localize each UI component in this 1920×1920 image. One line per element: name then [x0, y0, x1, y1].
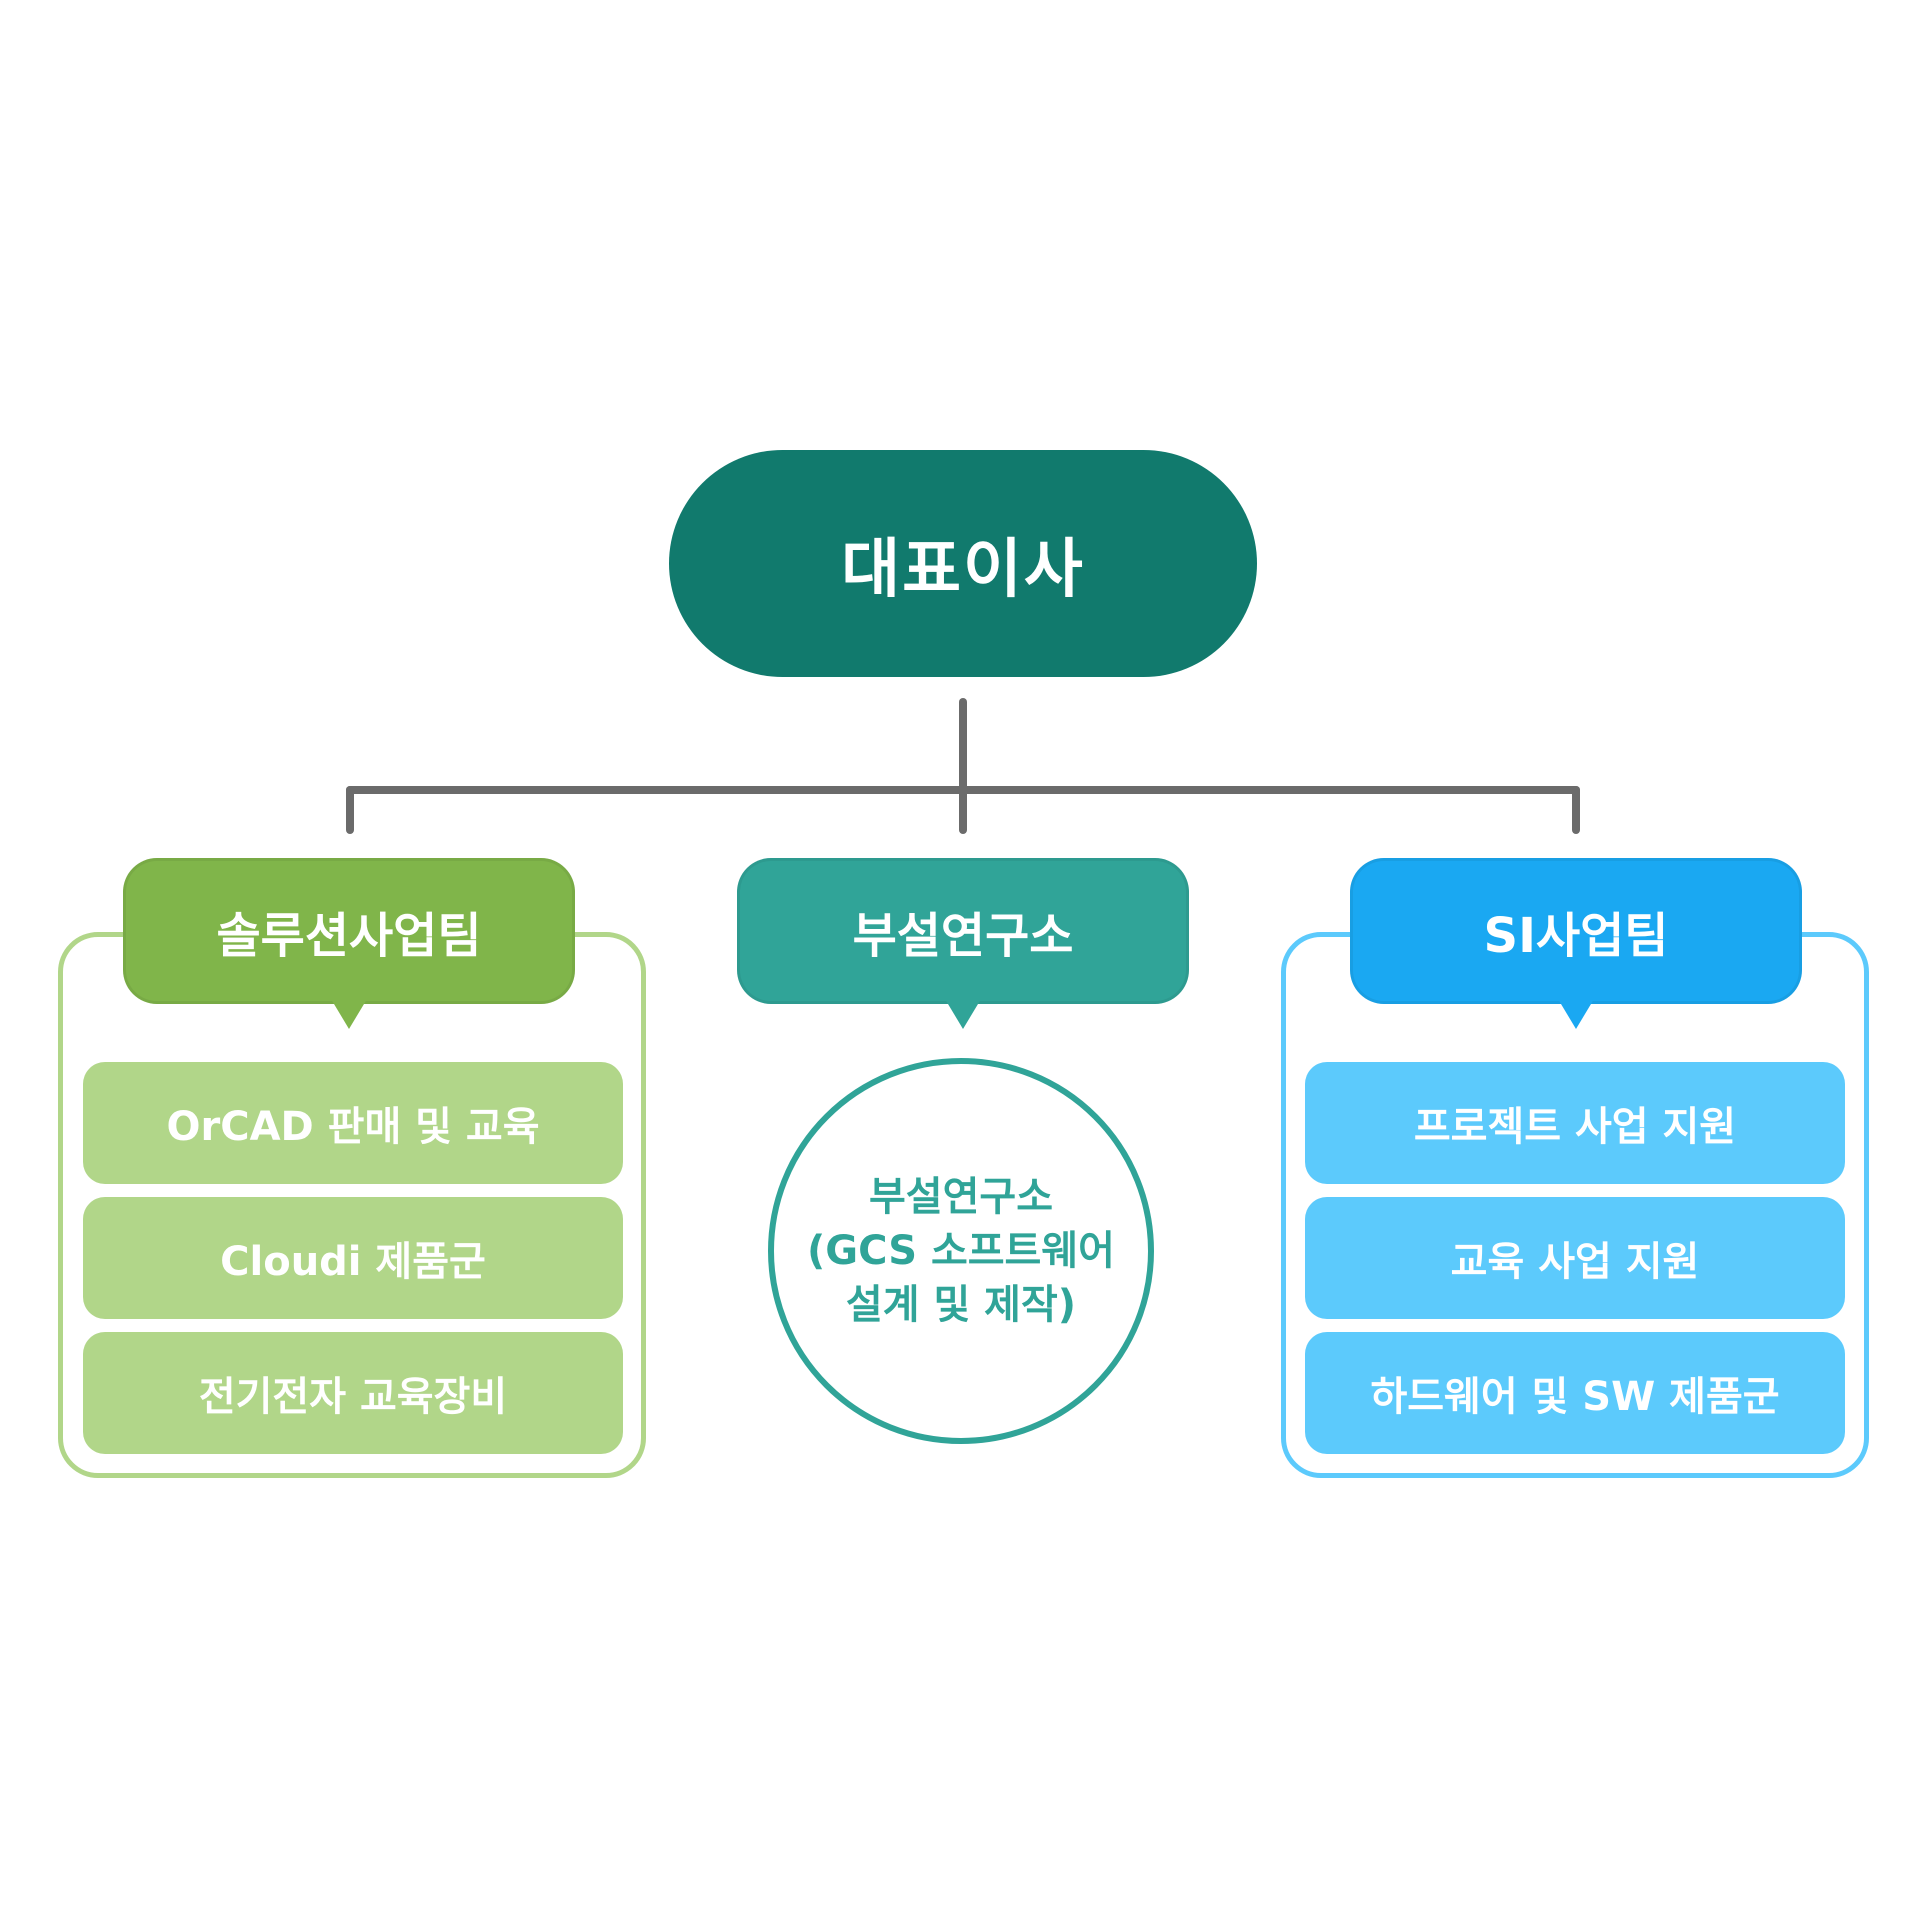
solution-team-name: 솔루션사업팀 — [216, 908, 482, 964]
solution-item-orcad: OrCAD 판매 및 교육 — [83, 1062, 623, 1184]
si-item-project: 프로젝트 사업 지원 — [1305, 1062, 1845, 1184]
ceo-node: 대표이사 — [669, 450, 1257, 677]
solution-team-pointer — [331, 999, 367, 1029]
lab-description-line-1: 부설연구소 — [869, 1174, 1053, 1220]
lab-description-circle: 부설연구소 (GCS 소프트웨어 설계 및 제작) — [768, 1058, 1154, 1444]
si-item-education: 교육 사업 지원 — [1305, 1197, 1845, 1319]
solution-item-cloudi: Cloudi 제품군 — [83, 1197, 623, 1319]
si-team-header: SI사업팀 — [1350, 858, 1802, 1029]
si-team-pointer — [1558, 999, 1594, 1029]
solution-team-header: 솔루션사업팀 — [123, 858, 575, 1029]
lab-pointer — [945, 999, 981, 1029]
lab-description-line-2: (GCS 소프트웨어 — [807, 1228, 1115, 1274]
si-team-name: SI사업팀 — [1483, 908, 1669, 964]
lab-header: 부설연구소 — [737, 858, 1189, 1029]
lab-name: 부설연구소 — [852, 908, 1074, 964]
lab-description-line-3: 설계 및 제작) — [845, 1282, 1077, 1328]
solution-item-equipment: 전기전자 교육장비 — [83, 1332, 623, 1454]
si-item-hardware: 하드웨어 및 SW 제품군 — [1305, 1332, 1845, 1454]
